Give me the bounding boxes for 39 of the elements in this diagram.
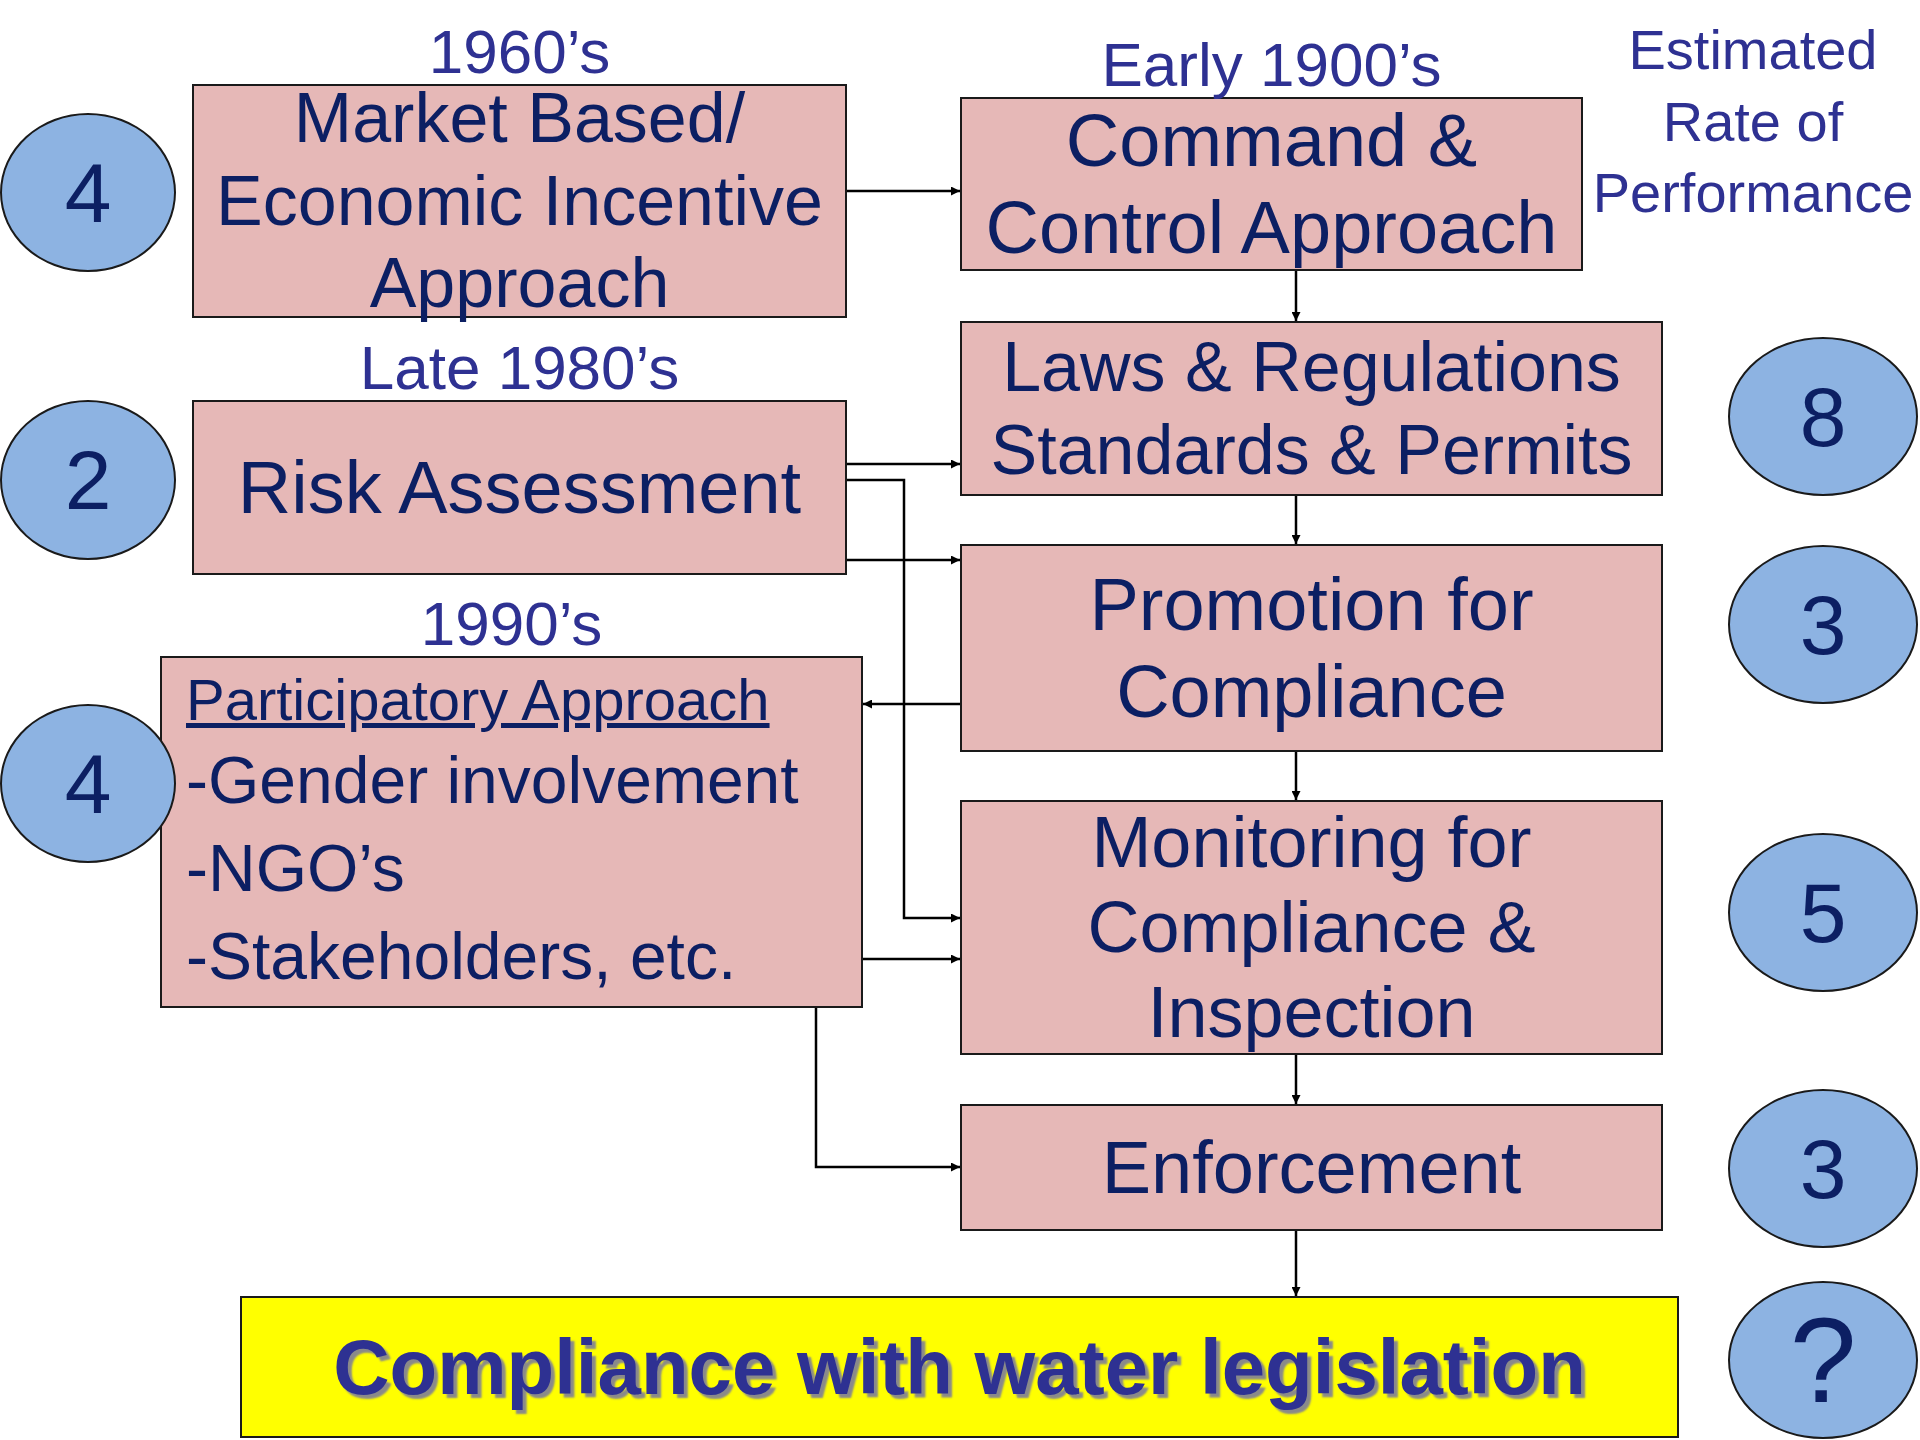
list-item: -Gender involvement xyxy=(186,742,799,820)
arrow xyxy=(863,954,960,964)
outcome-box xyxy=(240,1296,1679,1438)
process-box xyxy=(960,544,1663,752)
rating-number: 5 xyxy=(1799,870,1847,955)
process-box xyxy=(960,1104,1663,1231)
rating-number: 8 xyxy=(1799,374,1847,459)
arrow xyxy=(863,699,960,709)
arrow xyxy=(1291,496,1301,544)
list-item: -Stakeholders, etc. xyxy=(186,917,737,995)
arrow xyxy=(847,555,960,565)
rating-number: 3 xyxy=(1799,582,1847,667)
box-text: Monitoring for Compliance & Inspection xyxy=(1086,801,1537,1054)
arrow xyxy=(1291,271,1301,321)
list-heading: Participatory Approach xyxy=(186,666,770,734)
arrow xyxy=(814,1008,960,1172)
rating-number: 4 xyxy=(64,150,112,235)
box-text: Laws & Regulations Standards & Permits xyxy=(989,326,1634,491)
box-text: Risk Assessment xyxy=(236,444,803,531)
box-text: Command & Control Approach xyxy=(984,98,1559,271)
box-text: Promotion for Compliance xyxy=(1088,561,1535,735)
arrow xyxy=(1291,1231,1301,1296)
rating-number: ? xyxy=(1789,1300,1857,1420)
arrow xyxy=(847,478,960,923)
arrow xyxy=(847,186,960,196)
rating-number: 4 xyxy=(64,741,112,826)
outcome-text: Compliance with water legislation xyxy=(333,1321,1586,1413)
box-text: Enforcement xyxy=(1100,1124,1523,1211)
process-box xyxy=(960,800,1663,1055)
rating-number: 2 xyxy=(64,438,112,522)
era-heading: Late 1980’s xyxy=(358,334,681,400)
era-heading: Early 1900’s xyxy=(1100,31,1443,97)
arrow xyxy=(847,459,960,469)
era-heading: 1990’s xyxy=(419,590,604,656)
column-heading: Estimated Rate of Performance xyxy=(1591,17,1915,227)
rating-number: 3 xyxy=(1799,1126,1847,1211)
arrow xyxy=(1291,1055,1301,1104)
list-item: -NGO’s xyxy=(186,830,405,908)
arrow xyxy=(1291,752,1301,800)
